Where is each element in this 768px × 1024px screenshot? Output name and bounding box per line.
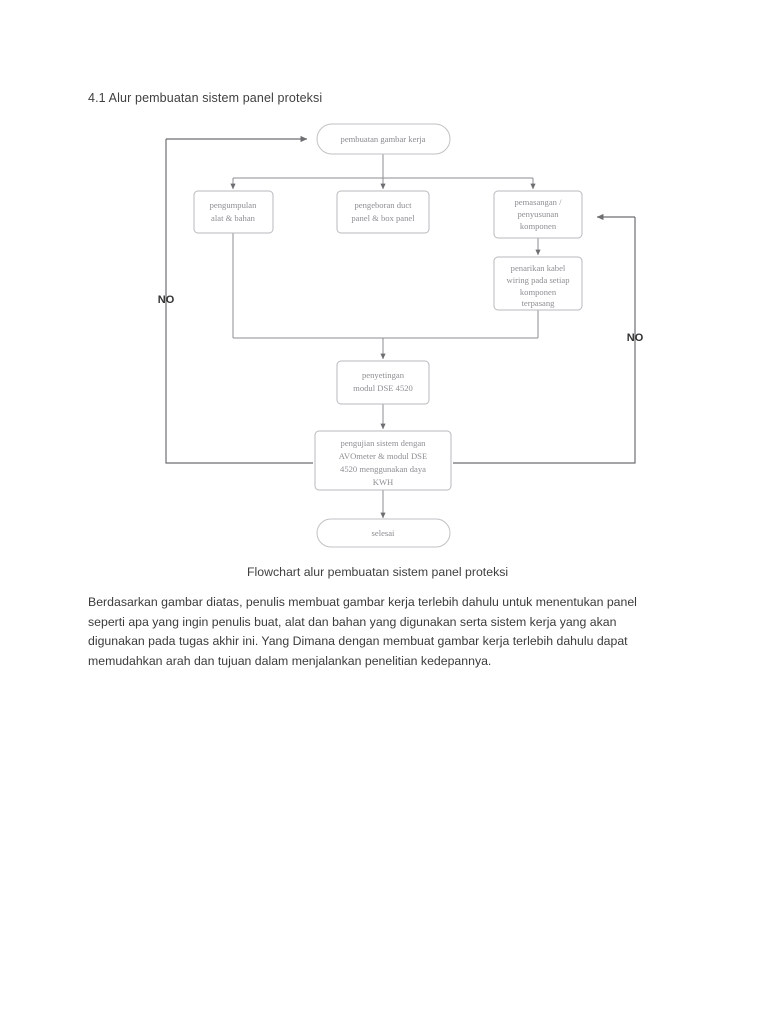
node-wiring-label-line2: wiring pada setiap — [506, 275, 569, 285]
node-collect-shape — [193, 190, 274, 234]
body-paragraph: Berdasarkan gambar diatas, penulis membu… — [88, 595, 637, 668]
node-wiring-label-line1: penarikan kabel — [511, 263, 566, 273]
node-install-label-line1: pemasangan / — [514, 197, 562, 207]
flowchart-svg: pembuatan gambar kerja pengumpulan alat … — [158, 123, 644, 548]
figure-caption: Flowchart alur pembuatan sistem panel pr… — [247, 565, 509, 579]
node-end-shape — [316, 518, 451, 548]
node-testing-label-line1: pengujian sistem dengan — [341, 438, 427, 448]
node-setting-label-line2: modul DSE 4520 — [353, 383, 413, 393]
label-no-left: NO — [158, 294, 175, 306]
node-install-shape — [493, 190, 583, 239]
label-no-right: NO — [627, 332, 644, 344]
node-drill-label-line1: pengeboran duct — [354, 200, 412, 210]
node-install-label-line2: penyusunan — [517, 209, 559, 219]
node-setting-label-line1: penyetingan — [362, 370, 405, 380]
node-testing-shape — [314, 430, 452, 491]
connector-left-feedback-loop — [165, 139, 313, 464]
node-setting-shape — [336, 360, 430, 405]
node-collect-label-line1: pengumpulan — [210, 200, 257, 210]
node-start-shape — [316, 123, 451, 155]
node-wiring-label-line4: terpasang — [522, 298, 556, 308]
connector-right-feedback-loop — [453, 217, 636, 464]
node-wiring-shape — [493, 256, 583, 311]
node-drill-shape — [336, 190, 430, 234]
node-wiring-label-line3: komponen — [520, 287, 557, 297]
node-testing-label-line2: AVOmeter & modul DSE — [339, 451, 427, 461]
node-end-label: selesai — [372, 528, 396, 538]
node-drill-label-line2: panel & box panel — [351, 213, 415, 223]
flowchart-figure: pembuatan gambar kerja pengumpulan alat … — [0, 115, 768, 555]
node-testing-label-line4: KWH — [373, 477, 394, 487]
node-start-label: pembuatan gambar kerja — [341, 134, 426, 144]
node-collect-label-line2: alat & bahan — [211, 213, 256, 223]
page-heading: 4.1 Alur pembuatan sistem panel proteksi — [88, 91, 323, 105]
node-testing-label-line3: 4520 menggunakan daya — [340, 464, 426, 474]
node-install-label-line3: komponen — [520, 221, 557, 231]
